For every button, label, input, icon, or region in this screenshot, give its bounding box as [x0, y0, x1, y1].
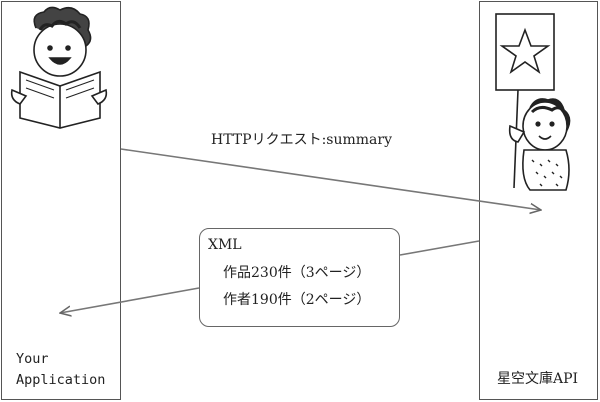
- response-format-label: XML: [208, 237, 242, 253]
- reading-person-illustration: [10, 6, 108, 129]
- your-application-label: Your Application: [16, 351, 106, 388]
- request-label: HTTPリクエスト:summary: [211, 132, 392, 148]
- sign-holder-illustration: [495, 13, 571, 191]
- request-arrow: [120, 148, 541, 210]
- response-arrow-segment: [399, 240, 480, 256]
- response-arrow: [60, 287, 200, 313]
- response-box: XML 作品230件（3ページ） 作者190件（2ページ）: [199, 228, 400, 327]
- response-authors-count: 作者190件（2ページ）: [223, 292, 371, 308]
- hoshizora-api-label: 星空文庫API: [497, 371, 579, 387]
- response-works-count: 作品230件（3ページ）: [223, 265, 371, 281]
